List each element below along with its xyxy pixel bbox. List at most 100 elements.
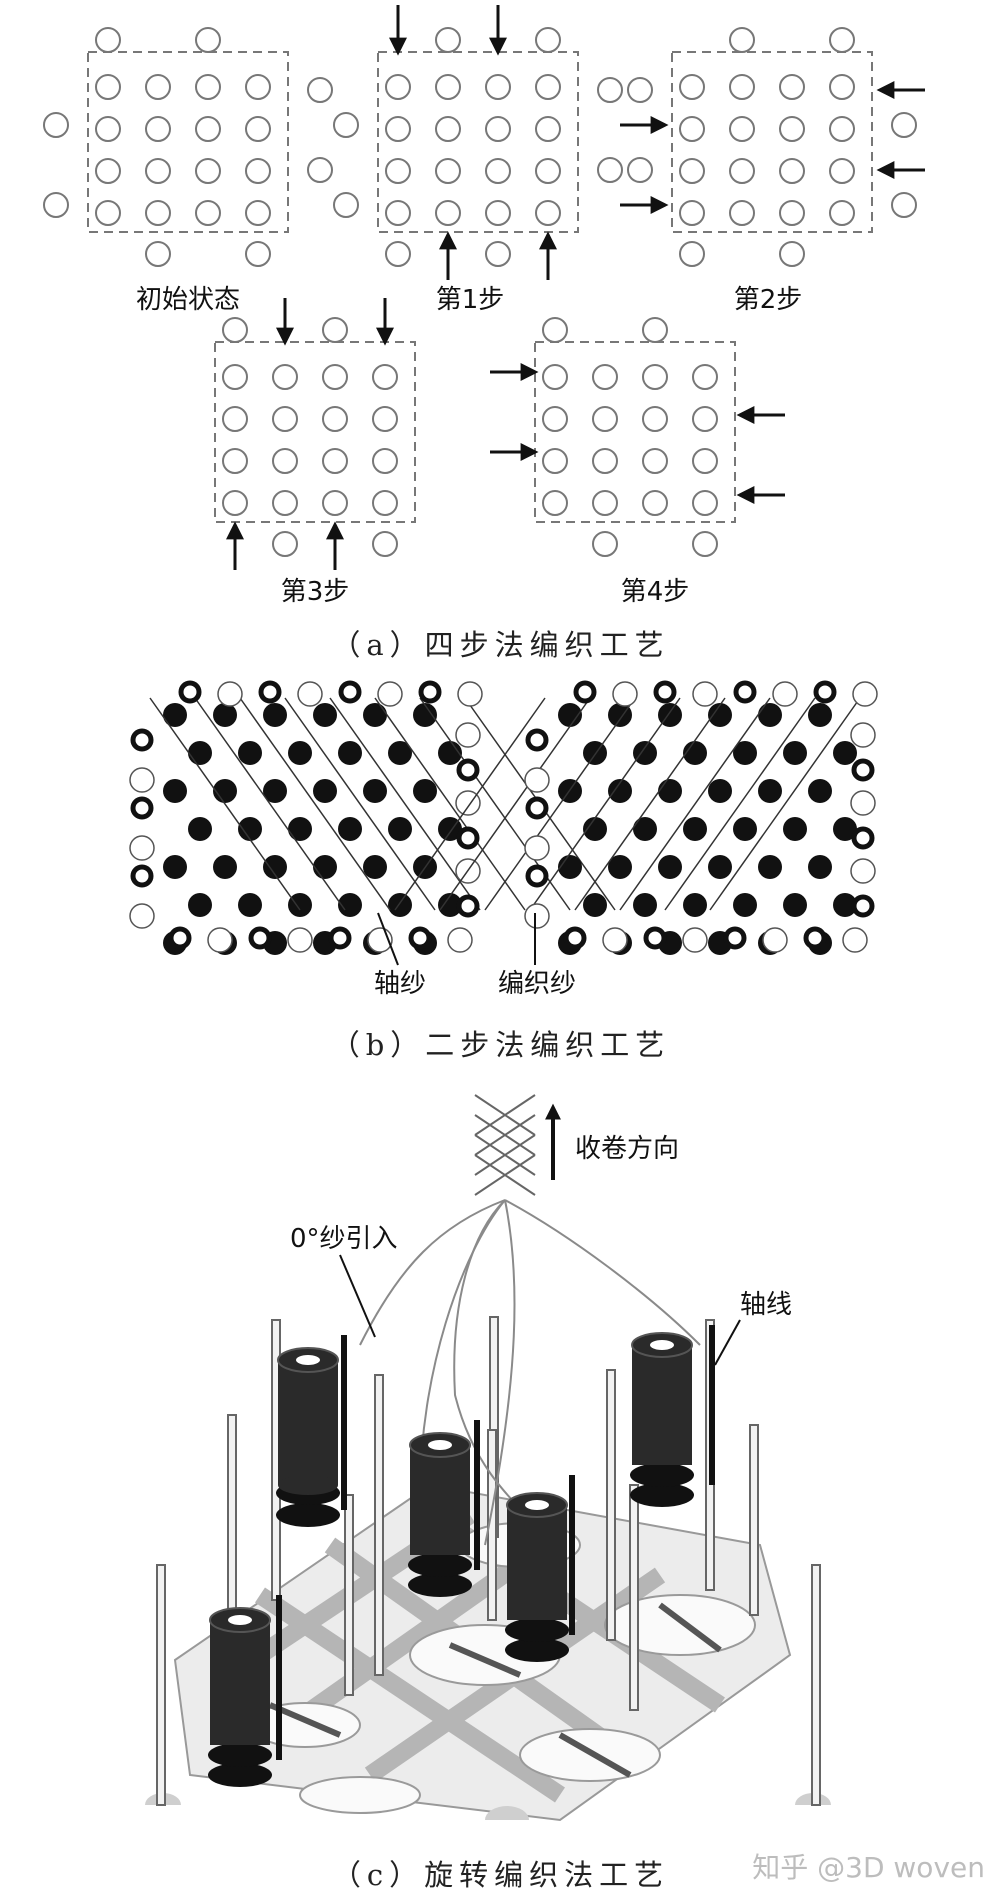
braiding-yarn-ring xyxy=(563,926,587,950)
carrier-circle xyxy=(592,448,618,474)
carrier-circle xyxy=(245,241,271,267)
carrier-circle xyxy=(592,490,618,516)
axial-yarn-dot xyxy=(733,817,757,841)
carrier-circle xyxy=(245,200,271,226)
braiding-yarn-ring xyxy=(733,680,757,704)
axial-yarn-dot xyxy=(413,703,437,727)
carrier-circle xyxy=(322,406,348,432)
axial-yarn-dot xyxy=(388,893,412,917)
axial-yarn-dot xyxy=(833,893,857,917)
axial-yarn-dot xyxy=(388,741,412,765)
braiding-path xyxy=(529,697,681,911)
carrier-circle xyxy=(597,77,623,103)
carrier-circle xyxy=(542,448,568,474)
braiding-yarn-ring xyxy=(130,864,154,888)
carrier-circle xyxy=(385,74,411,100)
carrier-circle xyxy=(435,158,461,184)
empty-carrier xyxy=(129,767,155,793)
axial-yarn-dot xyxy=(783,893,807,917)
carrier-circle xyxy=(679,241,705,267)
carrier-circle xyxy=(95,200,121,226)
axial-yarn-dot xyxy=(583,893,607,917)
axial-yarn-dot xyxy=(558,855,582,879)
axial-yarn-dot xyxy=(338,817,362,841)
axial-yarn-dot xyxy=(783,741,807,765)
axial-yarn-dot xyxy=(363,779,387,803)
axial-yarn-dot xyxy=(658,779,682,803)
carrier-circle xyxy=(779,241,805,267)
braiding-yarn-ring xyxy=(328,926,352,950)
carrier-circle xyxy=(95,74,121,100)
braiding-yarn-ring xyxy=(653,680,677,704)
axial-yarn-dot xyxy=(808,855,832,879)
braiding-yarn-ring xyxy=(338,680,362,704)
carrier-circle xyxy=(333,112,359,138)
braiding-yarn-ring xyxy=(643,926,667,950)
axial-yarn-label: 轴纱 xyxy=(374,969,426,999)
empty-carrier xyxy=(850,858,876,884)
panel-b-two-step-diagram: 轴纱 编织纱 xyxy=(129,680,878,999)
braiding-yarn-ring xyxy=(168,926,192,950)
dashed-boundary xyxy=(214,341,416,523)
axial-yarn-dot xyxy=(733,741,757,765)
axial-yarn-dot xyxy=(558,703,582,727)
carrier-circle xyxy=(195,158,221,184)
carrier-circle xyxy=(692,364,718,390)
axial-yarn-dot xyxy=(808,779,832,803)
panel-c-rotary-braiding-diagram: 收卷方向 xyxy=(145,1094,831,1822)
grid-initial xyxy=(43,27,333,267)
axial-yarn-dot xyxy=(833,741,857,765)
braiding-yarn-ring xyxy=(723,926,747,950)
dashed-boundary xyxy=(534,341,736,523)
carrier-circle xyxy=(43,192,69,218)
axial-yarn-dot xyxy=(633,817,657,841)
axial-yarn-dot xyxy=(188,817,212,841)
carrier-circle xyxy=(692,531,718,557)
carrier-circle xyxy=(679,116,705,142)
carrier-circle xyxy=(642,448,668,474)
carrier-circle xyxy=(435,27,461,53)
carrier-circle xyxy=(322,364,348,390)
braiding-yarn-ring xyxy=(813,680,837,704)
axial-yarn-dot xyxy=(388,817,412,841)
braiding-path xyxy=(284,697,436,911)
braiding-yarn-ring xyxy=(851,826,875,850)
carrier-circle xyxy=(642,364,668,390)
empty-carrier xyxy=(129,903,155,929)
empty-carrier xyxy=(447,927,473,953)
axial-yarn-dot xyxy=(438,741,462,765)
carrier-circle xyxy=(729,116,755,142)
carrier-circle xyxy=(245,158,271,184)
carrier-circle xyxy=(272,490,298,516)
carrier-circle xyxy=(145,74,171,100)
carrier-circle xyxy=(222,317,248,343)
axial-yarn-dot xyxy=(758,855,782,879)
axial-yarn-dot xyxy=(313,855,337,879)
grid-step-1 xyxy=(333,27,623,267)
carrier-circle xyxy=(372,364,398,390)
carrier-circle xyxy=(627,157,653,183)
carrier-circle xyxy=(779,116,805,142)
carrier-circle xyxy=(485,74,511,100)
carrier-circle xyxy=(891,112,917,138)
axial-yarn-dot xyxy=(338,741,362,765)
empty-carrier xyxy=(612,681,638,707)
carrier-circle xyxy=(145,241,171,267)
carrier-circle xyxy=(542,490,568,516)
axial-yarn-dot xyxy=(708,703,732,727)
axial-yarn-dot xyxy=(608,855,632,879)
carrier-circle xyxy=(322,317,348,343)
carrier-circle xyxy=(535,158,561,184)
carrier-circle xyxy=(195,27,221,53)
carrier-circle xyxy=(322,490,348,516)
empty-carrier xyxy=(524,903,550,929)
carrier-circle xyxy=(195,200,221,226)
grid-step-4 xyxy=(534,317,736,557)
watermark-layer: 知乎 @3D woven xyxy=(752,1851,985,1884)
axis-line-label: 轴线 xyxy=(740,1290,792,1320)
carrier-circle xyxy=(372,448,398,474)
braiding-yarn-ring xyxy=(130,728,154,752)
axial-yarn-dot xyxy=(338,893,362,917)
empty-carrier xyxy=(129,835,155,861)
carrier-circle xyxy=(829,116,855,142)
